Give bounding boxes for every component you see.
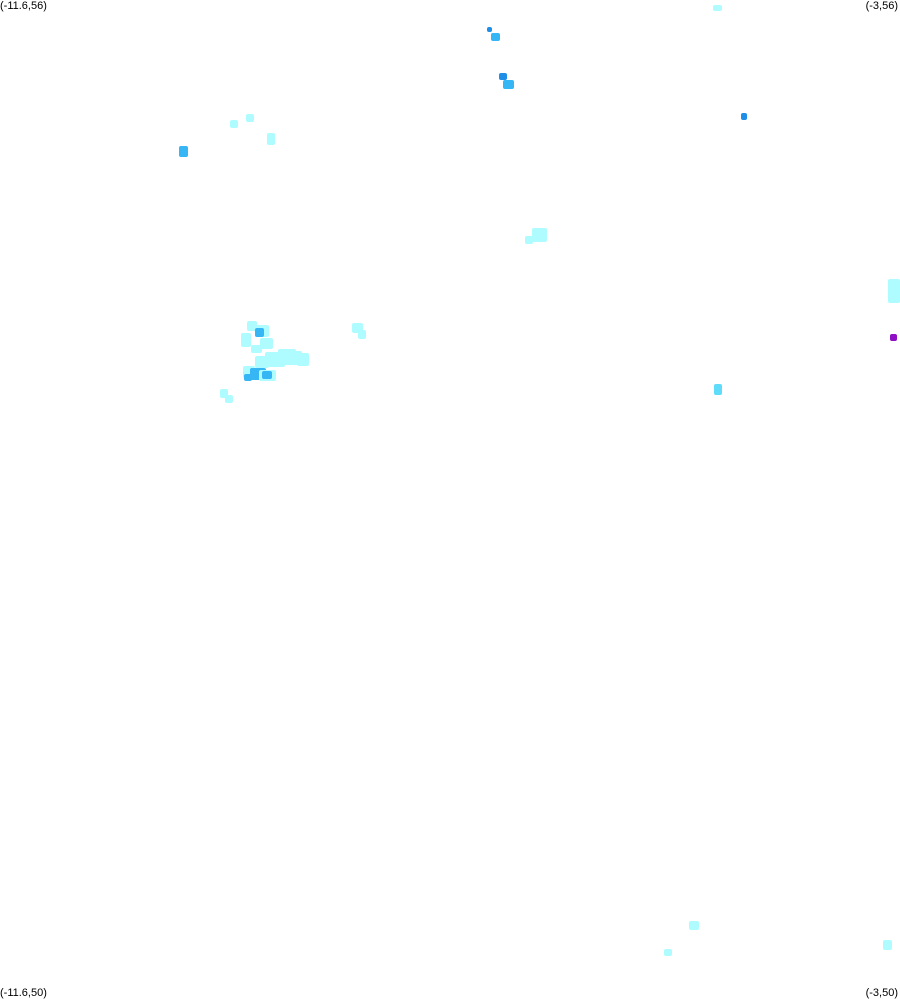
- map-cell: [260, 338, 273, 349]
- map-cell: [888, 279, 900, 303]
- map-cell: [241, 333, 251, 347]
- map-cell: [714, 384, 722, 395]
- corner-label-bottom-left: (-11.6,50): [0, 987, 47, 999]
- map-cell: [251, 345, 262, 353]
- map-cell: [890, 334, 897, 341]
- corner-label-top-left: (-11.6,56): [0, 0, 47, 12]
- map-cell: [297, 353, 309, 366]
- corner-label-top-right: (-3,56): [865, 0, 898, 12]
- map-cell: [741, 113, 747, 120]
- map-cell: [664, 949, 672, 956]
- map-cell: [225, 395, 233, 403]
- map-cell: [246, 114, 254, 122]
- map-cell: [244, 374, 252, 381]
- map-cell: [358, 330, 366, 339]
- map-cell: [503, 80, 514, 89]
- map-cell: [179, 146, 188, 157]
- map-cell: [247, 321, 257, 331]
- map-cell: [713, 5, 722, 11]
- map-cell: [525, 236, 533, 244]
- map-cell: [230, 120, 238, 128]
- corner-label-bottom-right: (-3,50): [865, 987, 898, 999]
- map-cell: [487, 27, 492, 32]
- cell-layer: [179, 5, 900, 956]
- map-cell: [491, 33, 500, 41]
- map-cell: [499, 73, 507, 80]
- map-cell: [532, 228, 547, 242]
- map-cell: [255, 328, 264, 337]
- map-cell: [689, 921, 699, 930]
- map-cell: [267, 133, 275, 145]
- map-cell: [883, 940, 892, 950]
- map-cell: [262, 371, 272, 379]
